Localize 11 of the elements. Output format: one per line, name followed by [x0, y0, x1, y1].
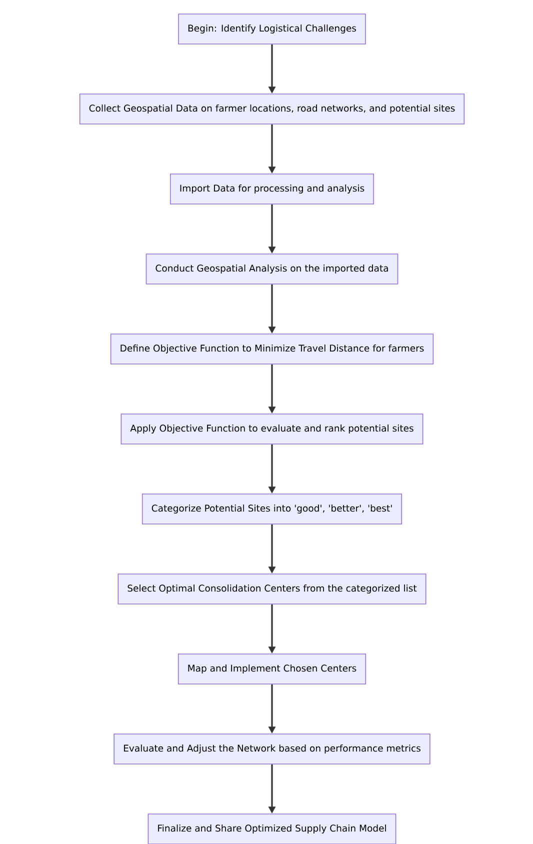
process-box: Conduct Geospatial Analysis on the imported data [146, 254, 398, 284]
process-box: Import Data for processing and analysis [170, 174, 374, 204]
process-box: Map and Implement Chosen Centers [178, 654, 366, 684]
process-box: Select Optimal Consolidation Centers from the categorized list [118, 574, 426, 604]
process-box: Begin: Identify Logistical Challenges [178, 14, 366, 44]
process-box: Finalize and Share Optimized Supply Chain Model [148, 814, 396, 844]
process-box: Evaluate and Adjust the Network based on performance metrics [114, 734, 430, 764]
process-box: Apply Objective Function to evaluate and rank potential sites [120, 414, 424, 444]
process-box: Define Objective Function to Minimize Travel Distance for farmers [110, 334, 434, 364]
process-box: Categorize Potential Sites into 'good', 'better', 'best' [142, 494, 402, 524]
process-box: Collect Geospatial Data on farmer locations, road networks, and potential sites [79, 94, 465, 124]
